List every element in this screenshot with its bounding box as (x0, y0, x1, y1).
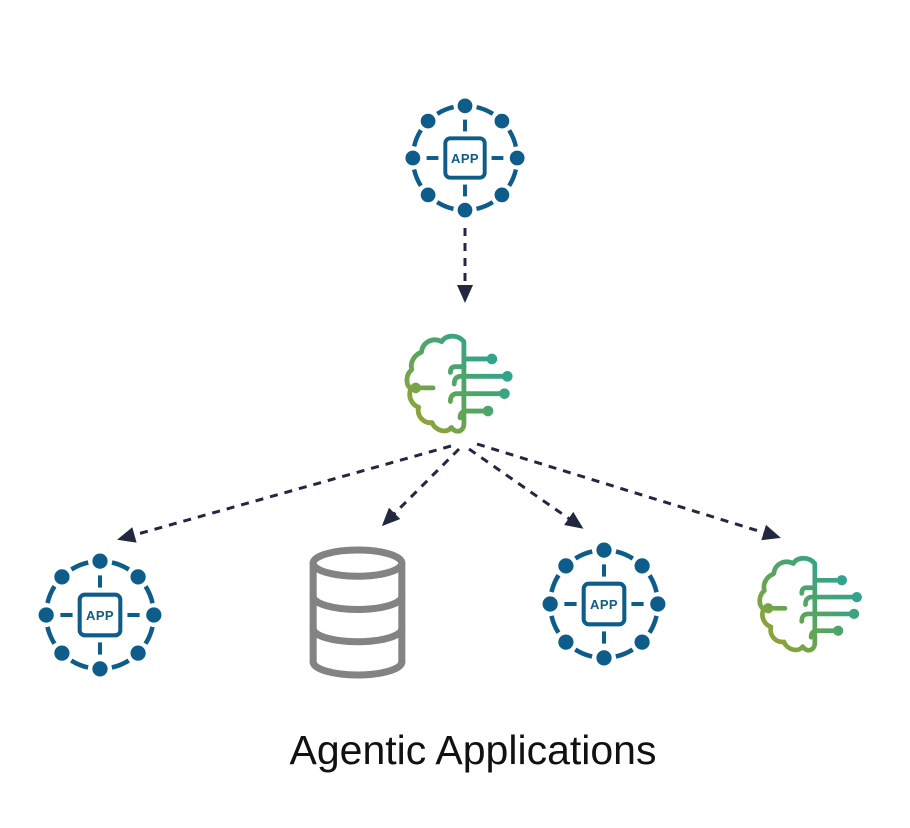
ai-brain-circuit-icon (760, 558, 862, 650)
edge-orchestrator-to-right-brain (476, 442, 781, 541)
diagram-caption: Agentic Applications (289, 727, 657, 773)
node-database (313, 550, 402, 675)
app-chip-label: APP (590, 597, 618, 612)
app-chip-label: APP (451, 151, 479, 166)
node-top-app: APP (405, 98, 524, 217)
edge-orchestrator-to-right-app (468, 447, 584, 529)
node-ai-orchestrator (407, 336, 513, 431)
ai-brain-circuit-icon (407, 336, 513, 431)
app-chip-label: APP (86, 608, 114, 623)
node-right-app: APP (543, 543, 666, 666)
node-left-app: APP (39, 554, 162, 677)
database-cylinder-icon (313, 550, 402, 675)
edge-orchestrator-to-left-app (117, 444, 452, 543)
edge-orchestrator-to-database (381, 447, 461, 527)
node-right-ai-brain (760, 558, 862, 650)
